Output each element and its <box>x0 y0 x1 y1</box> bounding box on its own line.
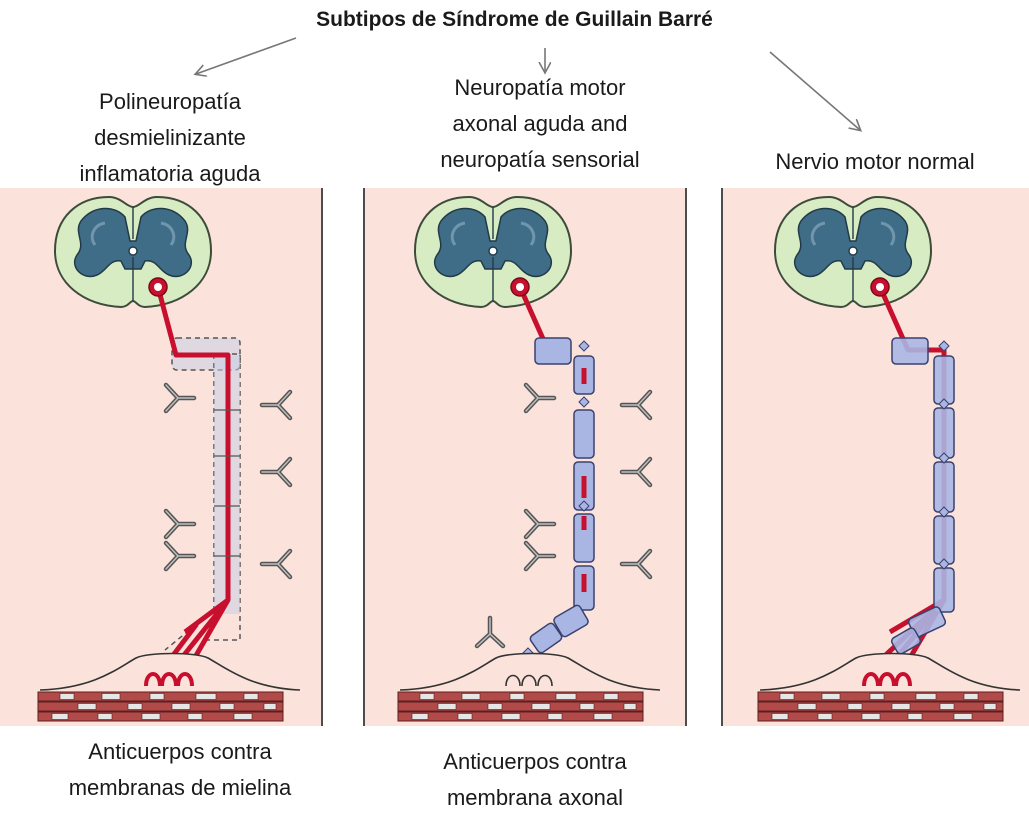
panel-2-spinal-cord <box>415 197 571 307</box>
title-arrow-left <box>196 38 296 74</box>
panel-3-spinal-cord <box>775 197 931 307</box>
panel-3-muscle <box>758 692 1003 721</box>
panel-2-muscle <box>398 692 643 721</box>
panel-1-spinal-cord <box>55 197 211 307</box>
panel-1-muscle <box>38 692 283 721</box>
title-arrow-right <box>770 52 860 130</box>
